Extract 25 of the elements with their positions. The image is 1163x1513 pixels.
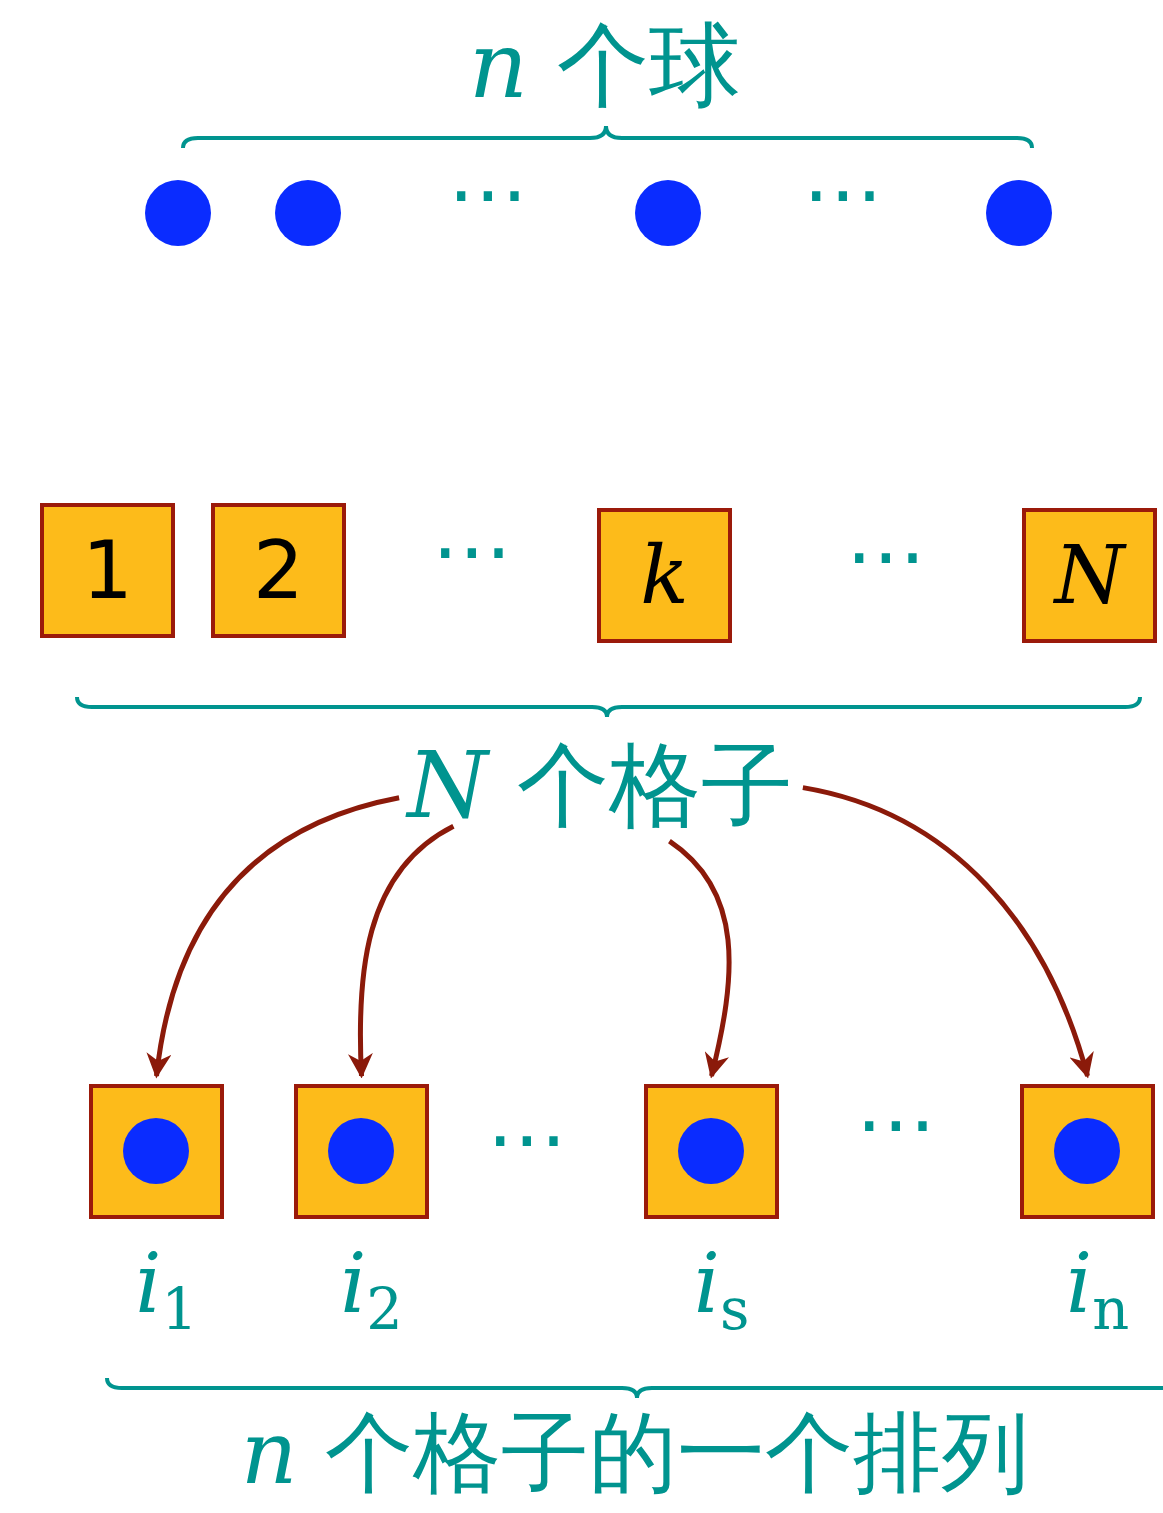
brace-label: n 个格子的一个排列 (240, 1405, 1030, 1502)
brace-label: N 个格子 (407, 735, 793, 837)
ellipsis: ⋯ (803, 150, 883, 238)
ellipsis: ⋯ (856, 1080, 936, 1168)
square-box (89, 1084, 224, 1219)
arrow (802, 785, 1093, 1079)
arrow (147, 795, 400, 1079)
index-label: i$_{2}$ (340, 1239, 403, 1342)
square-box (294, 1084, 429, 1219)
index-label: i$_{1}$ (135, 1239, 198, 1342)
ellipsis: ⋯ (432, 507, 512, 595)
index-label: i$_{n}$ (1065, 1239, 1130, 1342)
arrow (348, 824, 455, 1079)
ellipsis: ⋯ (846, 512, 926, 600)
numbered-box: N (1022, 508, 1157, 643)
ellipsis: ⋯ (448, 150, 528, 238)
numbered-box: 1 (40, 503, 175, 638)
square-box (644, 1084, 779, 1219)
numbered-box: 2 (211, 503, 346, 638)
ellipsis: ⋯ (487, 1095, 567, 1183)
brace-label: n 个球 (468, 15, 742, 117)
arrow (667, 839, 732, 1079)
index-label: i$_{s}$ (693, 1239, 750, 1342)
square-box (1020, 1084, 1155, 1219)
numbered-box: k (597, 508, 732, 643)
